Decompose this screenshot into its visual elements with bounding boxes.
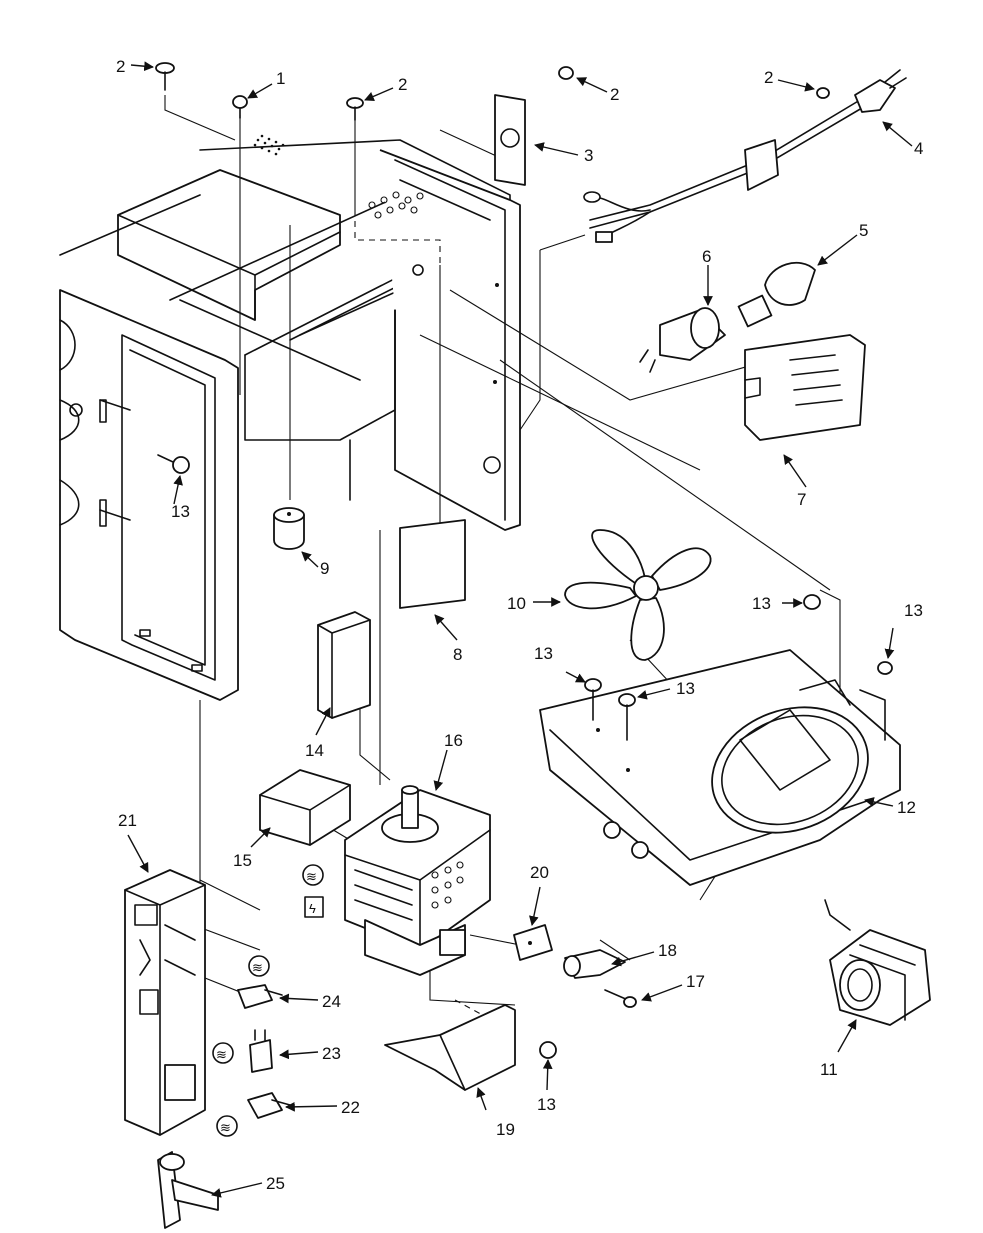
warning-symbols: ≋ ϟ ≋ ≋ ≋ xyxy=(212,864,324,1137)
oven-cabinet xyxy=(59,134,521,701)
switch-22 xyxy=(247,1092,291,1119)
callout-22: 22 xyxy=(341,1098,360,1117)
leader-arrows xyxy=(127,61,913,1198)
callout-10: 10 xyxy=(507,594,526,613)
fan-blade xyxy=(564,529,712,661)
screw-icon xyxy=(803,594,821,610)
callout-4: 4 xyxy=(914,139,923,158)
callout-15: 15 xyxy=(233,851,252,870)
callout-21: 21 xyxy=(118,811,137,830)
callout-2: 2 xyxy=(610,85,619,104)
lamp-socket xyxy=(639,307,726,373)
switch-24 xyxy=(237,984,283,1009)
thermal-cutout xyxy=(513,924,637,1008)
callout-7: 7 xyxy=(797,490,806,509)
screw-icon xyxy=(558,66,574,80)
radiation-warning-icon xyxy=(302,864,324,886)
screw-icon xyxy=(157,454,190,474)
switch-23 xyxy=(249,1029,273,1073)
callout-13: 13 xyxy=(534,644,553,663)
screws-13 xyxy=(157,454,893,1059)
callout-13: 13 xyxy=(676,679,695,698)
insulation-block-15 xyxy=(259,769,351,846)
screws-top xyxy=(155,62,830,121)
callout-20: 20 xyxy=(530,863,549,882)
insulation-block-14 xyxy=(317,611,371,719)
screw-icon xyxy=(816,87,830,99)
svg-text:≋: ≋ xyxy=(216,1047,227,1062)
latch-lever xyxy=(157,1151,219,1229)
screw-icon xyxy=(618,693,636,741)
callout-13: 13 xyxy=(537,1095,556,1114)
radiation-warning-icon xyxy=(216,1115,238,1137)
high-voltage-icon xyxy=(304,896,324,918)
callout-19: 19 xyxy=(496,1120,515,1139)
magnetron xyxy=(344,785,491,976)
fan-duct xyxy=(539,649,901,886)
callout-18: 18 xyxy=(658,941,677,960)
radiation-warning-icon xyxy=(212,1042,234,1064)
power-cord xyxy=(583,69,907,243)
callout-25: 25 xyxy=(266,1174,285,1193)
callout-14: 14 xyxy=(305,741,324,760)
callout-13: 13 xyxy=(171,502,190,521)
callout-1: 1 xyxy=(276,69,285,88)
screw-icon xyxy=(232,95,248,119)
callout-2: 2 xyxy=(764,68,773,87)
rubber-foot xyxy=(273,507,305,550)
callout-23: 23 xyxy=(322,1044,341,1063)
svg-text:≋: ≋ xyxy=(306,869,317,884)
svg-text:≋: ≋ xyxy=(252,960,263,975)
svg-text:ϟ: ϟ xyxy=(309,901,316,916)
fan-motor xyxy=(824,899,931,1026)
callout-2: 2 xyxy=(398,75,407,94)
callout-8: 8 xyxy=(453,645,462,664)
callout-17: 17 xyxy=(686,972,705,991)
screw-icon xyxy=(584,678,602,721)
latch-frame xyxy=(124,869,206,1136)
vent-holes xyxy=(253,134,285,156)
callout-16: 16 xyxy=(444,731,463,750)
screw-icon xyxy=(155,62,175,91)
svg-text:≋: ≋ xyxy=(220,1120,231,1135)
screw-icon xyxy=(346,97,364,121)
callout-12: 12 xyxy=(897,798,916,817)
top-bracket xyxy=(494,94,526,186)
screw-icon xyxy=(877,661,893,675)
oven-lamp xyxy=(737,261,816,328)
top-plate-holes xyxy=(368,191,424,219)
screw-icon xyxy=(539,1041,557,1059)
callout-24: 24 xyxy=(322,992,341,1011)
label-sheet xyxy=(399,519,466,609)
callout-13: 13 xyxy=(752,594,771,613)
magnetron-bracket xyxy=(384,1004,516,1091)
callout-labels: 2 1 2 2 2 3 4 5 6 7 8 9 10 11 12 13 13 1… xyxy=(116,57,923,1193)
radiation-warning-icon xyxy=(248,955,270,977)
callout-13: 13 xyxy=(904,601,923,620)
callout-11: 11 xyxy=(820,1060,838,1079)
callout-6: 6 xyxy=(702,247,711,266)
door-switches xyxy=(237,984,291,1119)
lamp-cover xyxy=(744,334,866,441)
callout-3: 3 xyxy=(584,146,593,165)
callout-2: 2 xyxy=(116,57,125,76)
callout-9: 9 xyxy=(320,559,329,578)
callout-5: 5 xyxy=(859,221,868,240)
